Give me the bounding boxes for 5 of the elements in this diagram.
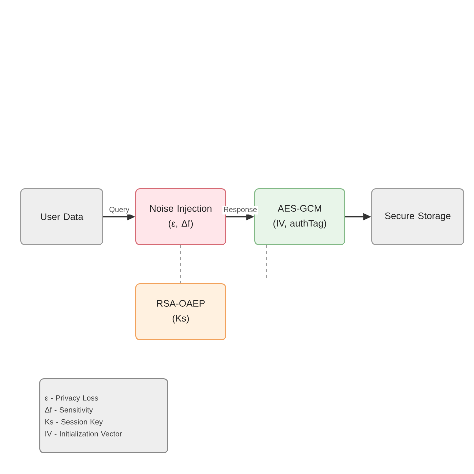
process-box: Secure Storage: [372, 188, 464, 246]
process-box: User Data: [20, 188, 104, 246]
connector-line: [180, 245, 182, 284]
connector-line: [266, 245, 268, 280]
process-box: RSA-OAEP (Ks): [136, 284, 226, 340]
